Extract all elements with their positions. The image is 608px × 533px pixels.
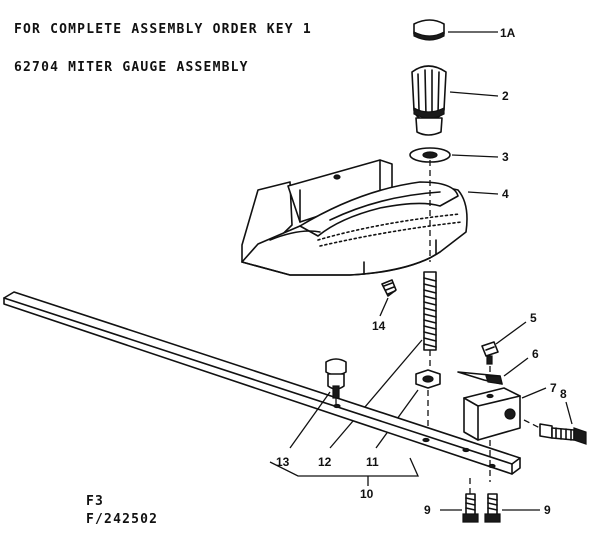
assembly-note: FOR COMPLETE ASSEMBLY ORDER KEY 1 bbox=[14, 22, 312, 37]
part-1a-cap bbox=[413, 19, 498, 41]
figure-code: F3 bbox=[86, 494, 105, 509]
callout-3: 3 bbox=[502, 150, 509, 164]
part-7-stop-block bbox=[463, 387, 547, 482]
part-6-pointer bbox=[457, 357, 529, 385]
callout-14: 14 bbox=[372, 319, 386, 333]
callout-9-left: 9 bbox=[424, 503, 431, 517]
part-14-set-screw bbox=[379, 279, 397, 317]
callout-4: 4 bbox=[502, 187, 509, 201]
callout-1a: 1A bbox=[500, 26, 516, 40]
part-9-screws bbox=[440, 478, 540, 523]
drawing-number: F/242502 bbox=[86, 512, 159, 527]
part-12-stud bbox=[329, 271, 437, 449]
callout-6: 6 bbox=[532, 347, 539, 361]
callout-12: 12 bbox=[318, 455, 332, 469]
part-8-adjust-screw bbox=[523, 401, 587, 445]
part-13-stop-pin bbox=[289, 358, 347, 449]
callout-9-right: 9 bbox=[544, 503, 551, 517]
assembly-title: 62704 MITER GAUGE ASSEMBLY bbox=[14, 60, 249, 75]
part-3-washer bbox=[409, 147, 499, 163]
callout-13: 13 bbox=[276, 455, 290, 469]
callout-10: 10 bbox=[360, 487, 374, 501]
callout-5: 5 bbox=[530, 311, 537, 325]
callout-8: 8 bbox=[560, 387, 567, 401]
part-2-knob bbox=[411, 65, 499, 136]
callout-7: 7 bbox=[550, 381, 557, 395]
callout-11: 11 bbox=[366, 455, 379, 469]
part-4-gauge-body bbox=[241, 159, 499, 276]
part-10-bar bbox=[3, 291, 521, 486]
part-5-screw bbox=[481, 321, 527, 382]
callout-2: 2 bbox=[502, 89, 509, 103]
